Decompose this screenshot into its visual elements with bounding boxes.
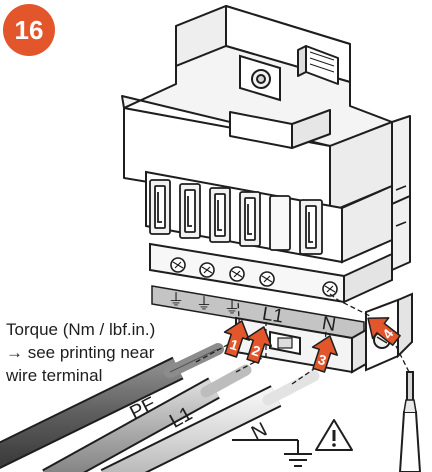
strip-marking-pe: ⏚ — [168, 291, 184, 309]
terminal-screw-icon — [259, 271, 275, 287]
warning-triangle-icon — [315, 419, 353, 451]
torque-note-line-1: Torque (Nm / lbf.in.) — [6, 320, 156, 339]
torque-note-line-3: wire terminal — [6, 366, 103, 385]
step-number-badge: 16 — [3, 4, 55, 56]
terminal-screw-row — [149, 242, 393, 304]
strip-marking-n: N — [320, 313, 337, 336]
clamp-slots — [149, 179, 323, 255]
arrow-up-icon: 1 — [223, 320, 251, 358]
wire-l1: L1 — [42, 364, 252, 472]
step-arrow-3: 3 — [311, 335, 339, 373]
arrow-up-icon: 2 — [245, 326, 273, 364]
clamp-slot — [179, 183, 201, 239]
step-arrow-4: 4 — [367, 317, 401, 346]
wire-pe: PE — [0, 343, 224, 470]
clamp-slot — [239, 191, 261, 247]
terminal-screw-icon — [170, 257, 186, 273]
torque-note: Torque (Nm / lbf.in.) → see printing nea… — [6, 318, 206, 387]
clamp-slot — [209, 187, 231, 243]
screwdriver-icon — [398, 371, 422, 472]
ground-symbol-icon — [232, 439, 312, 467]
terminal-screw-icon — [229, 266, 245, 282]
strip-marking-pe: ⏚ — [196, 295, 212, 313]
terminal-screw-icon — [199, 262, 215, 278]
terminal-screws — [170, 257, 338, 297]
wire-n: N — [100, 370, 320, 472]
step-arrow-1: 1 — [223, 320, 251, 358]
top-terminal-screw — [239, 54, 281, 102]
terminal-screw-icon — [322, 281, 338, 297]
step-arrow-2: 2 — [245, 326, 273, 364]
arrow-up-icon: 3 — [311, 335, 339, 373]
clamp-slot — [149, 179, 171, 235]
strip-marking-pe: ⏚ — [224, 299, 240, 317]
arrow-up-icon: 4 — [367, 317, 401, 346]
clamp-slot — [299, 199, 323, 255]
device-housing — [121, 5, 411, 271]
torque-note-line-2: → see printing near — [6, 343, 155, 362]
clamp-slot-blank — [269, 195, 291, 251]
